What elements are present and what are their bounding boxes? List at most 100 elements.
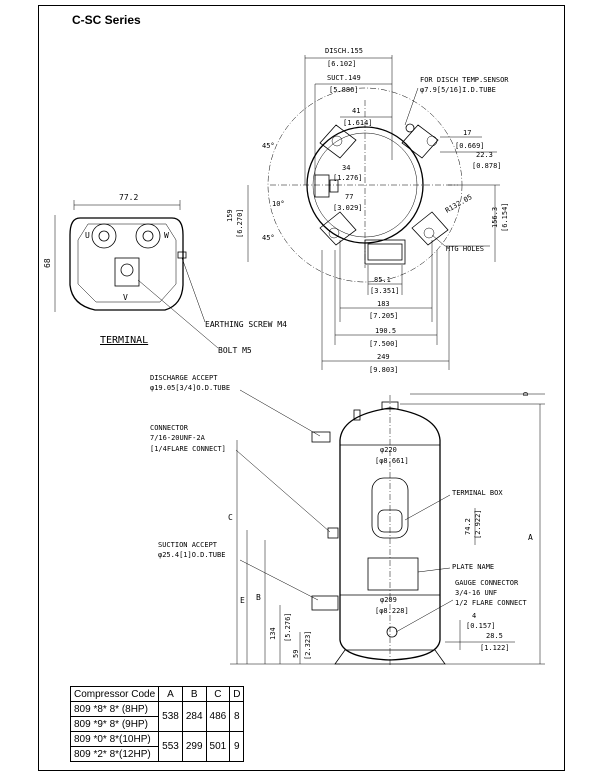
shell-side [339,407,441,661]
compressor-code: 809 *2* 8*(12HP) [69,746,160,762]
dim-17: 17 [463,129,471,137]
angle-10: 10° [272,200,285,208]
sensor-label: FOR DISCH TEMP.SENSOR [420,76,509,84]
compressor-code: 809 *9* 8* (9HP) [69,716,160,732]
plate-label: PLATE NAME [452,563,494,571]
compressor-table: Compressor Code A B C D 809 *8* 8* (8HP)… [69,686,245,762]
dim-41: 41 [352,107,360,115]
terminal-v-block [114,257,140,287]
dim-77: 77 [345,193,353,201]
terminal-caption: TERMINAL [100,335,148,346]
mounting-foot [319,124,449,246]
dim-249: 249 [377,353,390,361]
dim-d: D [522,392,530,396]
col-header-b: B [181,686,207,702]
dim-41-in: [1.614] [343,119,373,127]
dim-156-in: [6.154] [501,202,509,232]
dim-34: 34 [342,164,350,172]
dim-59-in: [2.323] [304,630,312,660]
side-view: DISCHARGE ACCEPT φ19.05[3/4]O.D.TUBE CON… [150,374,545,665]
suction-fitting-side [311,595,339,611]
gauge-thread-label: 3/4-16 UNF [455,589,497,597]
dia-220: φ220 [380,446,397,454]
connector-thread-label: 7/16-20UNF-2A [150,434,206,442]
gauge-flare-label: 1/2 FLARE CONNECT [455,599,527,607]
suction-label: SUCTION ACCEPT [158,541,218,549]
dim-74-in: [2.922] [474,509,482,539]
dim-e: E [240,596,245,605]
earthing-screw [177,251,187,259]
earthing-label: EARTHING SCREW M4 [205,320,287,329]
dim-34-in: [1.276] [333,174,363,182]
terminal-view: 77.2 68 U W V EARTHING SCREW M4 BOLT M5 … [43,193,287,355]
page-title: C-SC Series [72,13,141,27]
dim-183-in: [7.205] [369,312,399,320]
terminal-width: 77.2 [119,193,138,202]
table-row: 809 *0* 8*(10HP) 553 299 501 9 [69,731,245,762]
dia-209: φ209 [380,596,397,604]
radius-label: R132.05 [444,193,474,215]
terminal-box [371,477,409,539]
suction-fitting [314,174,330,198]
dim-c: C [228,513,233,522]
terminal-box-label: TERMINAL BOX [452,489,503,497]
terminal-height: 68 [43,258,52,268]
table-row: 809 *8* 8* (8HP) 538 284 486 8 [69,701,245,732]
dim-249-in: [9.803] [369,366,399,374]
angle-45-top: 45° [262,142,275,150]
dim-134-in: [5.276] [284,612,292,642]
dim-4: 4 [472,612,476,620]
col-header-a: A [158,686,183,702]
dim-190: 190.5 [375,327,396,335]
suct-dim: SUCT.149 [327,74,361,82]
dim-4-in: [0.157] [466,622,496,630]
angle-45-bottom: 45° [262,234,275,242]
value-a: 553 [158,731,183,762]
value-c: 486 [205,701,231,732]
sensor-tube-label: φ7.9[5/16]I.D.TUBE [420,86,496,94]
dim-77-in: [3.029] [333,204,363,212]
bolt-label: BOLT M5 [218,346,252,355]
value-a: 538 [158,701,183,732]
dim-190-in: [7.500] [369,340,399,348]
connector-flare-label: [1/4FLARE CONNECT] [150,445,226,453]
dim-183: 183 [377,300,390,308]
table-row: 809 *2* 8*(12HP) [69,746,244,762]
gauge-connector [386,626,398,638]
discharge-fitting [311,431,331,443]
dim-134: 134 [269,627,277,640]
terminal-w: W [164,231,169,240]
dim-28-in: [1.122] [480,644,510,652]
discharge-label: DISCHARGE ACCEPT [150,374,218,382]
dim-85: 85.1 [374,276,391,284]
col-header-code: Compressor Code [69,686,160,702]
discharge-tube-label: φ19.05[3/4]O.D.TUBE [150,384,230,392]
dim-28: 28.5 [486,632,503,640]
suction-tube-label: φ25.4[1]O.D.TUBE [158,551,225,559]
terminal-u: U [85,231,90,240]
terminal-box-top [364,239,406,265]
value-d: 9 [229,731,245,762]
value-c: 501 [205,731,231,762]
dim-59: 59 [292,650,300,658]
disch-dim-in: [6.102] [327,60,357,68]
col-header-c: C [205,686,231,702]
terminal-v: V [123,293,128,302]
dim-156: 156.3 [491,207,499,228]
disch-dim: DISCH.155 [325,47,363,55]
connector-label: CONNECTOR [150,424,189,432]
suct-dim-in: [5.886] [329,86,359,94]
dim-159-in: [6.270] [236,208,244,238]
top-view: DISCH.155 [6.102] SUCT.149 [5.886] 41 [1… [226,47,509,374]
col-header-d: D [229,686,245,702]
dim-74: 74.2 [464,518,472,535]
drawing-frame [38,5,565,771]
dim-a: A [528,533,533,542]
dim-159: 159 [226,209,234,222]
compressor-code: 809 *0* 8*(10HP) [69,731,160,747]
dia-220-in: [φ8.661] [375,457,409,465]
value-d: 8 [229,701,245,732]
dim-22: 22.3 [476,151,493,159]
dia-209-in: [φ8.228] [375,607,409,615]
